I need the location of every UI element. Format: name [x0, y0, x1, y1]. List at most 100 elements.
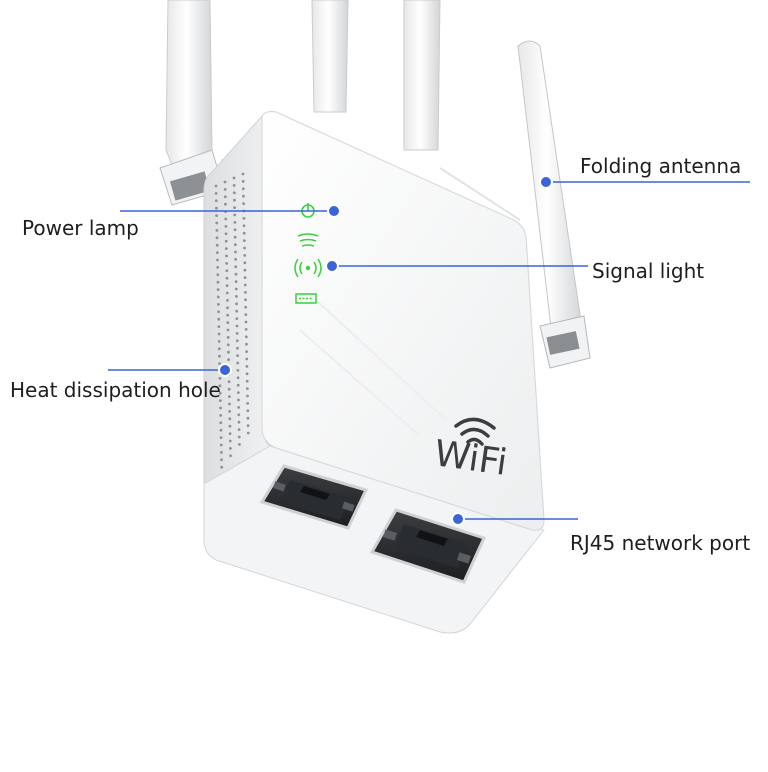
- vent-hole: [224, 217, 228, 221]
- callout-signal-light: [325, 259, 588, 273]
- vent-hole: [218, 399, 222, 402]
- vent-hole: [236, 361, 240, 365]
- vent-hole: [246, 424, 250, 427]
- vent-hole: [235, 339, 239, 343]
- vent-hole: [234, 280, 238, 283]
- vent-hole: [235, 332, 239, 335]
- callout-rj45-port: [451, 512, 578, 526]
- vent-hole: [217, 340, 221, 343]
- vent-hole: [242, 231, 246, 235]
- vent-hole: [228, 439, 232, 443]
- vent-hole: [226, 299, 229, 302]
- vent-hole: [245, 387, 249, 390]
- vent-hole: [214, 199, 218, 203]
- vent-hole: [246, 394, 249, 398]
- vent-hole: [233, 221, 237, 224]
- vent-hole: [243, 261, 247, 265]
- rj45-port-left: [259, 464, 369, 530]
- vent-hole: [223, 180, 227, 184]
- vent-hole: [214, 192, 218, 195]
- vent-hole: [236, 391, 240, 394]
- vent-hole: [219, 414, 223, 417]
- vent-hole: [224, 202, 227, 206]
- vent-hole: [224, 232, 228, 236]
- antenna-right: [517, 40, 591, 369]
- vent-hole: [233, 206, 237, 210]
- vent-hole: [243, 283, 247, 287]
- vent-hole: [236, 346, 239, 350]
- vent-hole: [217, 317, 221, 321]
- vent-hole: [220, 465, 224, 469]
- vent-hole: [215, 236, 219, 240]
- callout-folding-antenna: [539, 175, 750, 189]
- vent-hole: [225, 276, 229, 280]
- vent-hole: [215, 206, 218, 210]
- vent-hole: [238, 443, 241, 446]
- vent-hole: [241, 180, 245, 183]
- vent-hole: [245, 357, 249, 361]
- vent-hole: [225, 291, 229, 295]
- vent-hole: [214, 184, 218, 188]
- vent-hole: [217, 303, 220, 306]
- vent-hole: [244, 305, 248, 309]
- vent-hole: [219, 436, 223, 439]
- vent-hole: [228, 402, 231, 406]
- vent-hole: [235, 302, 238, 306]
- vent-hole: [225, 269, 229, 273]
- vent-hole: [234, 272, 238, 276]
- vent-hole: [218, 391, 222, 395]
- vent-hole: [236, 354, 240, 357]
- vent-hole: [227, 350, 230, 354]
- vent-hole: [220, 458, 223, 462]
- vent-hole: [232, 191, 236, 195]
- vent-hole: [228, 410, 232, 413]
- vent-hole: [216, 266, 220, 269]
- callout-heat-dissipation: [108, 363, 232, 377]
- vent-hole: [233, 198, 236, 202]
- vent-hole: [245, 372, 249, 376]
- vent-hole: [215, 221, 219, 225]
- label-rj45-network-port: RJ45 network port: [570, 531, 751, 555]
- vent-hole: [218, 384, 222, 388]
- vent-hole: [237, 428, 241, 431]
- vent-hole: [217, 332, 221, 336]
- vent-hole: [215, 251, 219, 255]
- vent-hole: [235, 309, 239, 313]
- vent-hole: [216, 258, 219, 262]
- vent-hole: [233, 228, 237, 232]
- vent-hole: [218, 362, 222, 365]
- vent-hole: [244, 320, 248, 324]
- vent-hole: [217, 347, 221, 351]
- vent-hole: [235, 324, 239, 328]
- vent-hole: [235, 317, 239, 320]
- label-folding-antenna: Folding antenna: [580, 154, 742, 178]
- vent-hole: [241, 187, 245, 191]
- vent-hole: [233, 243, 237, 247]
- vent-hole: [226, 328, 230, 332]
- label-signal-light: Signal light: [592, 259, 705, 283]
- vent-hole: [228, 432, 232, 435]
- vent-hole: [227, 395, 231, 398]
- vent-hole: [237, 420, 241, 424]
- vent-hole: [226, 343, 230, 347]
- vent-hole: [242, 202, 246, 206]
- vent-hole: [228, 424, 232, 428]
- vent-hole: [225, 262, 229, 265]
- vent-hole: [220, 451, 223, 454]
- vent-hole: [232, 176, 236, 180]
- vent-hole: [242, 217, 246, 220]
- vent-hole: [243, 254, 247, 257]
- vent-hole: [246, 402, 250, 405]
- vent-hole: [223, 188, 227, 191]
- vent-hole: [244, 291, 247, 294]
- vent-hole: [244, 298, 247, 302]
- vent-hole: [216, 295, 220, 299]
- vent-hole: [217, 325, 221, 328]
- vent-hole: [243, 246, 246, 250]
- vent-hole: [218, 354, 221, 358]
- vent-hole: [245, 350, 249, 353]
- vent-hole: [245, 379, 249, 383]
- label-heat-dissipation-hole: Heat dissipation hole: [10, 378, 221, 402]
